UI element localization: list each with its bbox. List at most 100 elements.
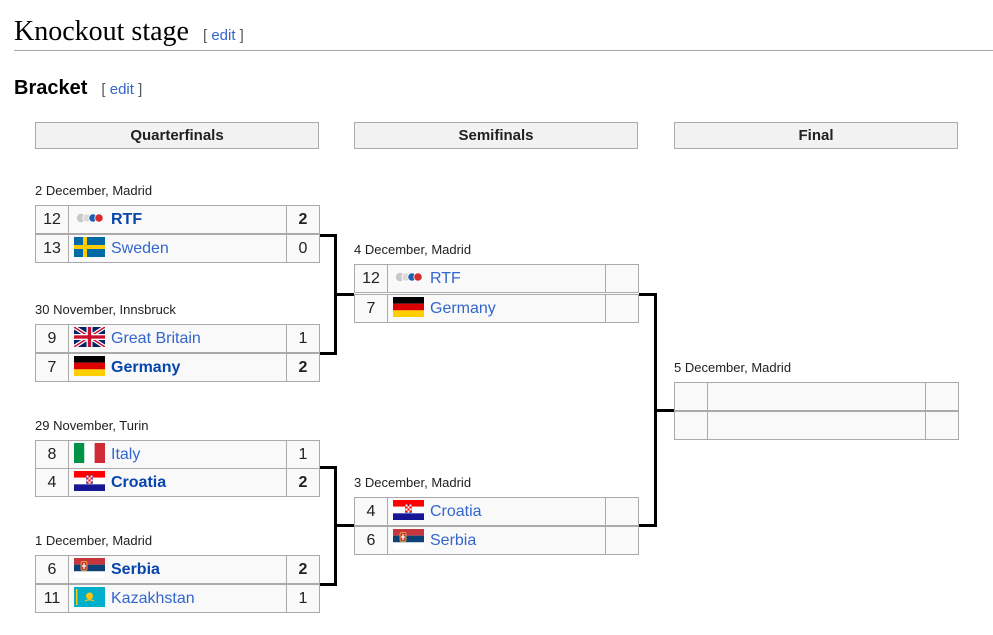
team-link-italy[interactable]: Italy	[111, 446, 141, 463]
team-link-rtf[interactable]: RTF	[111, 211, 143, 228]
team-score: 2	[286, 555, 320, 584]
kazakhstan-flag-icon	[74, 587, 105, 607]
team-link-sweden[interactable]: Sweden	[111, 240, 169, 257]
team-cell	[707, 411, 926, 440]
edit-knockout-stage-link[interactable]: edit	[211, 27, 236, 44]
match-date-venue: 1 December, Madrid	[35, 533, 153, 548]
team-seed: 4	[354, 497, 388, 526]
connector-line	[639, 524, 656, 527]
rtf-flag-icon	[74, 208, 105, 228]
team-score	[605, 264, 639, 293]
team-seed: 13	[35, 234, 69, 263]
team-seed: 12	[354, 264, 388, 293]
bracket-team-row: 7 Germany	[354, 294, 640, 323]
match-date-venue: 4 December, Madrid	[354, 242, 472, 257]
team-link-serbia[interactable]: Serbia	[430, 532, 477, 549]
match-date-venue: 3 December, Madrid	[354, 475, 472, 490]
team-cell: Serbia	[387, 526, 606, 555]
team-link-rtf[interactable]: RTF	[430, 270, 461, 287]
team-seed: 11	[35, 584, 69, 613]
team-score: 0	[286, 234, 320, 263]
match-date-venue: 2 December, Madrid	[35, 183, 153, 198]
round-header-final: Final	[674, 122, 958, 149]
team-link-serbia[interactable]: Serbia	[111, 561, 160, 578]
team-cell: Kazakhstan	[68, 584, 287, 613]
team-cell: Germany	[68, 353, 287, 382]
team-seed: 9	[35, 324, 69, 353]
connector-line	[320, 466, 336, 469]
team-seed: 6	[35, 555, 69, 584]
connector-line	[654, 409, 674, 412]
team-seed: 7	[354, 294, 388, 323]
team-cell: Sweden	[68, 234, 287, 263]
team-link-croatia[interactable]: Croatia	[111, 474, 167, 491]
match-date-venue: 30 November, Innsbruck	[35, 302, 176, 317]
great-britain-flag-icon	[74, 327, 105, 347]
section-heading-bracket: Bracket [ edit ]	[14, 74, 142, 104]
connector-line	[334, 524, 354, 527]
team-cell: Croatia	[387, 497, 606, 526]
round-header-semifinals: Semifinals	[354, 122, 638, 149]
bracket-team-row: 4 Croatia	[354, 497, 640, 526]
edit-section-wrapper: [ edit ]	[101, 81, 143, 98]
bracket-team-row: 12 RTF 2	[35, 205, 321, 234]
bracket-team-row: 9 Great Britain 1	[35, 324, 321, 353]
team-link-kazakhstan[interactable]: Kazakhstan	[111, 590, 195, 607]
team-link-germany[interactable]: Germany	[430, 300, 496, 317]
match-date-venue: 5 December, Madrid	[674, 360, 792, 375]
italy-flag-icon	[74, 443, 105, 463]
team-cell: RTF	[387, 264, 606, 293]
team-score	[605, 294, 639, 323]
edit-bracket-link[interactable]: edit	[109, 81, 134, 98]
team-cell: Germany	[387, 294, 606, 323]
bracket-team-row: 6 Serbia 2	[35, 555, 321, 584]
match-date-venue: 29 November, Turin	[35, 418, 149, 433]
team-seed: 6	[354, 526, 388, 555]
team-score	[925, 382, 959, 411]
croatia-flag-icon	[74, 471, 105, 491]
connector-line	[320, 352, 336, 355]
team-score: 2	[286, 205, 320, 234]
team-score	[925, 411, 959, 440]
bracket-team-row	[674, 411, 959, 440]
round-header-quarterfinals: Quarterfinals	[35, 122, 319, 149]
team-score	[605, 526, 639, 555]
team-cell: Italy	[68, 440, 287, 469]
team-cell: Great Britain	[68, 324, 287, 353]
team-score	[605, 497, 639, 526]
bracket-team-row: 6 Serbia	[354, 526, 640, 555]
connector-line	[320, 234, 336, 237]
serbia-flag-icon	[74, 558, 105, 578]
team-score: 1	[286, 440, 320, 469]
heading-text: Knockout stage	[14, 16, 189, 47]
sweden-flag-icon	[74, 237, 105, 257]
team-cell: RTF	[68, 205, 287, 234]
rtf-flag-icon	[393, 267, 424, 287]
team-seed: 12	[35, 205, 69, 234]
team-seed: 4	[35, 468, 69, 497]
bracket-team-row: 7 Germany 2	[35, 353, 321, 382]
connector-line	[334, 293, 354, 296]
team-seed	[674, 411, 708, 440]
connector-line	[639, 293, 656, 296]
team-cell: Serbia	[68, 555, 287, 584]
team-link-great-britain[interactable]: Great Britain	[111, 330, 201, 347]
team-link-croatia[interactable]: Croatia	[430, 503, 482, 520]
bracket-team-row	[674, 382, 959, 411]
team-cell	[707, 382, 926, 411]
team-cell: Croatia	[68, 468, 287, 497]
edit-section-wrapper: [ edit ]	[202, 27, 244, 44]
section-heading-knockout-stage: Knockout stage [ edit ]	[14, 14, 244, 54]
team-link-germany[interactable]: Germany	[111, 359, 181, 376]
heading-text: Bracket	[14, 77, 88, 99]
team-seed: 7	[35, 353, 69, 382]
croatia-flag-icon	[393, 500, 424, 520]
team-score: 2	[286, 353, 320, 382]
team-seed	[674, 382, 708, 411]
bracket-team-row: 13 Sweden 0	[35, 234, 321, 263]
team-score: 1	[286, 324, 320, 353]
heading-divider	[14, 50, 993, 51]
germany-flag-icon	[74, 356, 105, 376]
